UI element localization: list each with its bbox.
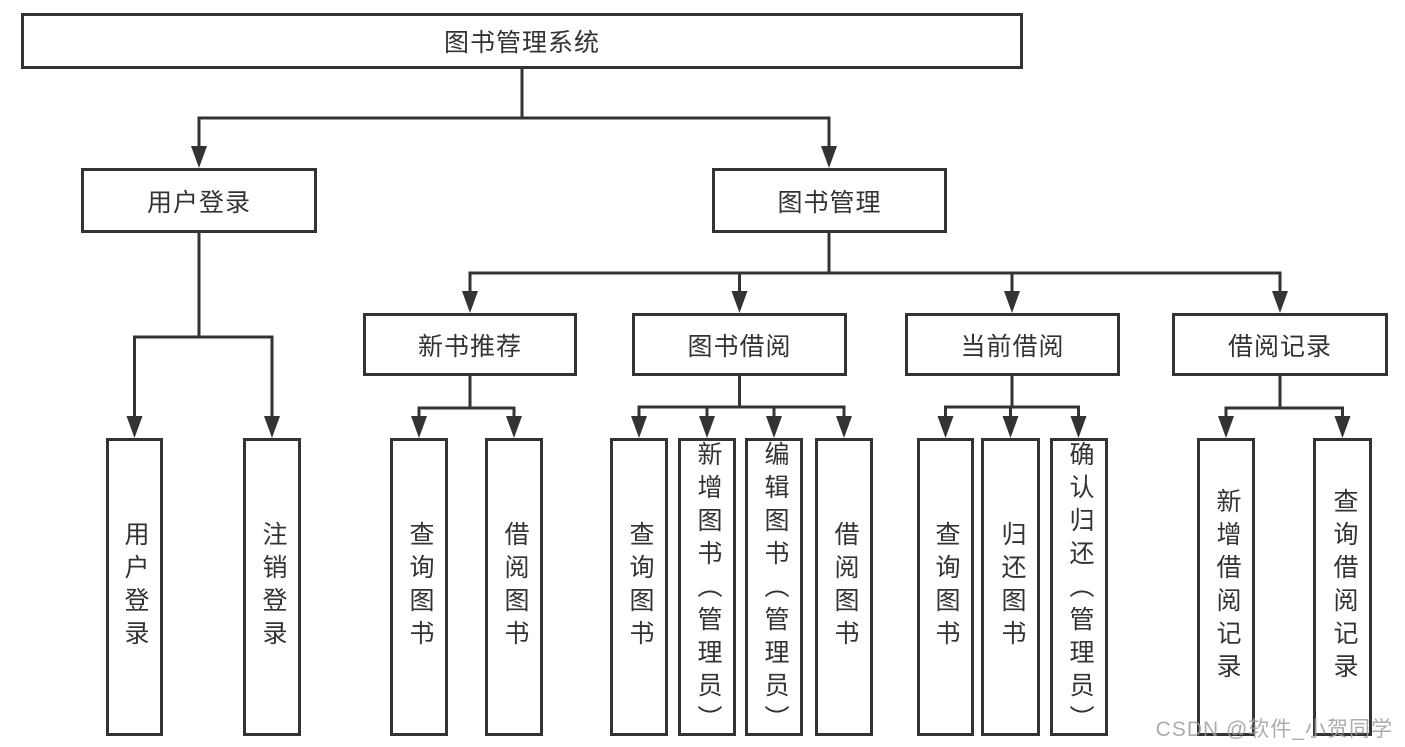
arrow-down-icon: [1218, 416, 1234, 438]
node-leaf-borrow-book-2: 借阅图书: [815, 438, 873, 736]
node-book-mgmt: 图书管理: [712, 168, 947, 233]
node-leaf-query-book-3: 查询图书: [917, 438, 974, 736]
arrow-down-icon: [191, 146, 207, 168]
connector-current-borrow: [944, 374, 1080, 420]
arrow-down-icon: [937, 416, 954, 438]
arrow-down-icon: [766, 416, 782, 438]
node-leaf-add-book-admin: 新增图书（管理员）: [678, 438, 736, 736]
node-book-borrow: 图书借阅: [632, 313, 847, 376]
connector-book-mgmt: [468, 231, 1282, 295]
connector-root: [197, 67, 831, 150]
watermark: CSDN @软件_小贺同学: [1155, 718, 1393, 741]
arrow-down-icon: [264, 416, 280, 438]
arrow-down-icon: [126, 416, 143, 438]
arrow-down-icon: [631, 416, 647, 438]
node-user-login: 用户登录: [81, 168, 317, 233]
node-new-book-rec: 新书推荐: [363, 313, 577, 376]
node-leaf-query-book-2: 查询图书: [610, 438, 668, 736]
arrow-down-icon: [1002, 416, 1019, 438]
arrow-down-icon: [1070, 416, 1087, 438]
arrow-down-icon: [1004, 291, 1020, 313]
connector-new-book-rec: [417, 374, 516, 420]
arrow-down-icon: [1272, 291, 1288, 313]
arrow-down-icon: [506, 416, 522, 438]
node-leaf-query-book-1: 查询图书: [390, 438, 448, 736]
node-leaf-add-borrow-record: 新增借阅记录: [1197, 438, 1255, 736]
arrow-down-icon: [1334, 416, 1351, 438]
arrow-down-icon: [731, 291, 748, 313]
node-borrow-records: 借阅记录: [1172, 313, 1388, 376]
arrow-down-icon: [699, 416, 715, 438]
node-leaf-confirm-return-admin: 确认归还（管理员）: [1050, 438, 1108, 736]
node-leaf-edit-book-admin: 编辑图书（管理员）: [745, 438, 803, 736]
arrow-down-icon: [821, 146, 837, 168]
node-leaf-logout: 注销登录: [243, 438, 301, 736]
node-current-borrow: 当前借阅: [905, 313, 1120, 376]
arrow-down-icon: [411, 416, 427, 438]
connector-book-borrow: [637, 374, 846, 420]
connector-borrow-records: [1224, 374, 1344, 420]
arrowheads: [126, 146, 1351, 438]
node-root: 图书管理系统: [21, 13, 1023, 69]
node-leaf-query-borrow-record: 查询借阅记录: [1313, 438, 1372, 736]
connector-user-login: [133, 230, 274, 420]
arrow-down-icon: [462, 291, 478, 313]
node-leaf-return-book: 归还图书: [981, 438, 1040, 736]
node-leaf-borrow-book-1: 借阅图书: [485, 438, 543, 736]
node-leaf-user-login: 用户登录: [106, 438, 163, 736]
arrow-down-icon: [836, 416, 852, 438]
